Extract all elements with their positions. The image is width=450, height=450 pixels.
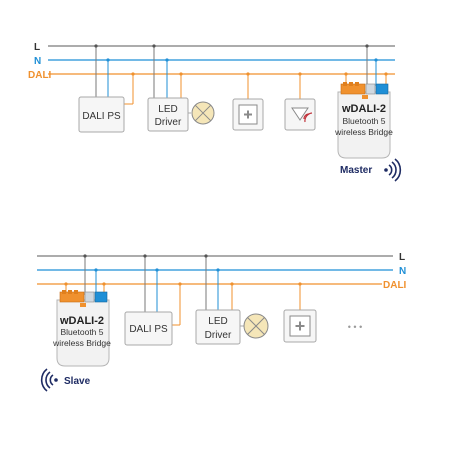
bottom-led-driver-label-2: Driver bbox=[205, 330, 232, 341]
top-label-N: N bbox=[34, 56, 41, 67]
wireless-signal-icon bbox=[384, 158, 402, 182]
bottom-label-DALI: DALI bbox=[383, 280, 407, 291]
bottom-role-label: Slave bbox=[64, 376, 91, 387]
top-diagram: L N DALI DALI PS LED Driver bbox=[28, 42, 402, 182]
top-label-DALI: DALI bbox=[28, 70, 52, 81]
lamp-icon bbox=[243, 313, 269, 339]
bottom-more-indicator: • • • bbox=[348, 322, 362, 332]
bottom-dali-ps-label: DALI PS bbox=[129, 324, 168, 335]
bottom-bridge-line3: wireless Bridge bbox=[52, 338, 111, 348]
lamp-icon bbox=[191, 101, 215, 125]
top-dali-ps-label: DALI PS bbox=[82, 111, 121, 122]
top-led-driver-label-1: LED bbox=[158, 104, 177, 115]
bottom-bridge-line2: Bluetooth 5 bbox=[60, 327, 103, 337]
wireless-signal-icon bbox=[40, 368, 58, 392]
top-bridge-title: wDALI-2 bbox=[341, 103, 386, 115]
top-bridge-module bbox=[337, 82, 391, 159]
top-label-L: L bbox=[34, 42, 40, 53]
top-bridge-line2: Bluetooth 5 bbox=[342, 116, 385, 126]
bottom-bridge-title: wDALI-2 bbox=[59, 315, 104, 327]
top-role-label: Master bbox=[340, 165, 372, 176]
bottom-label-N: N bbox=[399, 266, 406, 277]
top-led-driver-box bbox=[147, 97, 189, 132]
push-button-icon bbox=[283, 309, 317, 343]
bottom-dali-ps-box bbox=[124, 311, 173, 346]
push-button-icon bbox=[232, 98, 264, 131]
bottom-led-driver-label-1: LED bbox=[208, 316, 227, 327]
bottom-diagram: L N DALI wDALI-2 Bluetooth 5 wireless Br… bbox=[37, 252, 407, 392]
top-bridge-line3: wireless Bridge bbox=[334, 127, 393, 137]
ir-sensor-icon bbox=[284, 98, 316, 131]
bottom-led-driver-box bbox=[195, 309, 241, 345]
bottom-bridge-module bbox=[56, 290, 110, 367]
top-led-driver-label-2: Driver bbox=[155, 117, 182, 128]
top-dali-ps-box bbox=[78, 96, 125, 133]
bottom-label-L: L bbox=[399, 252, 405, 263]
